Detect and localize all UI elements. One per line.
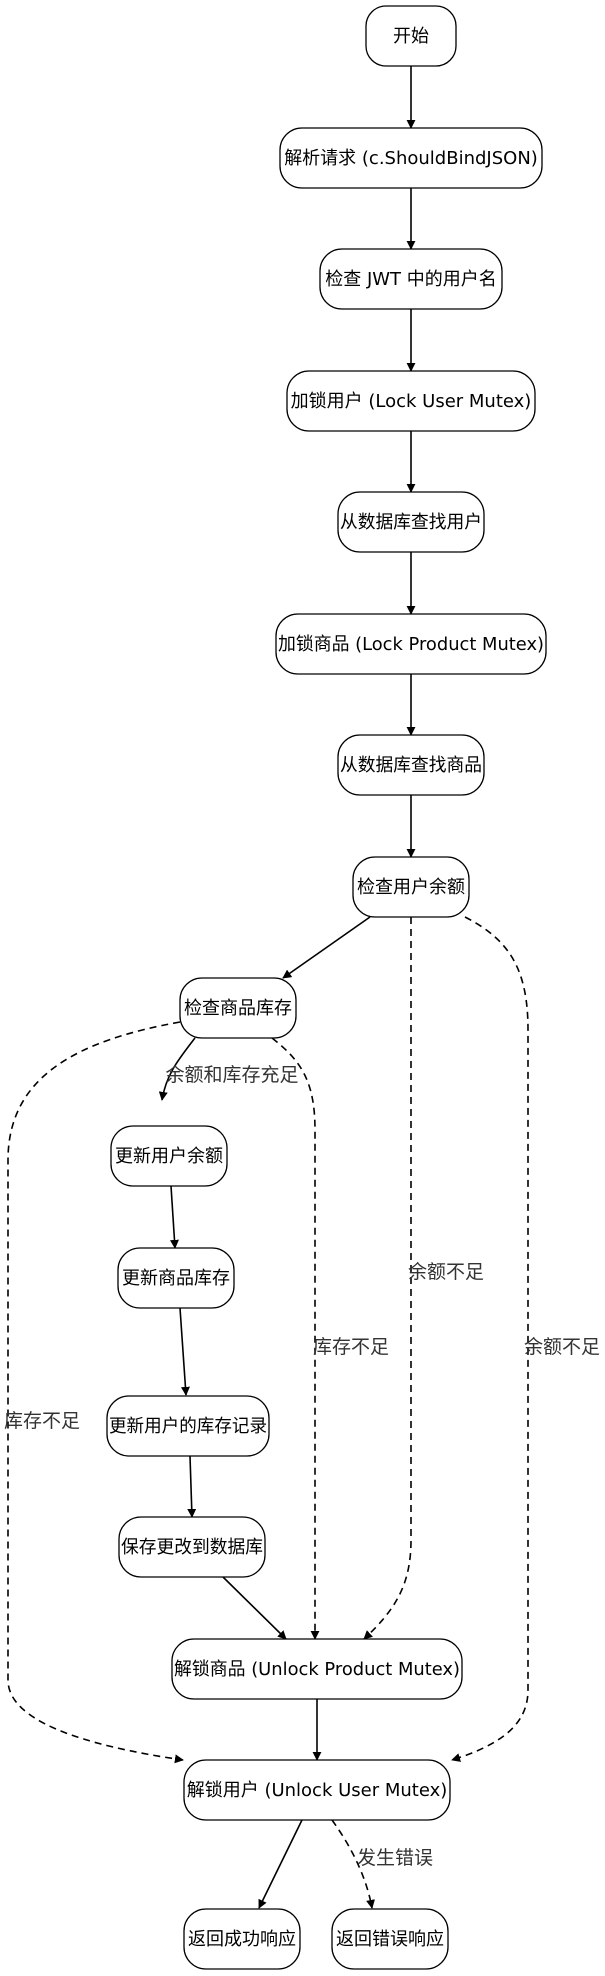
- node-label: 开始: [393, 26, 429, 47]
- edge-updatestock-to-updateinventory: [179, 1307, 190, 1396]
- node-return-error: 返回错误响应: [331, 1908, 449, 1970]
- edges: [7, 66, 529, 1909]
- node-label: 加锁商品 (Lock Product Mutex): [278, 634, 544, 655]
- node-label: 检查商品库存: [184, 998, 292, 1019]
- edge-checkstock-to-unlockproduct-dashed: [271, 1037, 320, 1640]
- node-update-inventory: 更新用户的库存记录: [106, 1395, 270, 1457]
- edge-label-stock-short-left: 库存不足: [4, 1410, 80, 1432]
- node-label: 更新用户余额: [115, 1146, 223, 1167]
- edge-updatebalance-to-updatestock: [169, 1185, 179, 1249]
- node-label: 从数据库查找商品: [340, 755, 482, 776]
- edge-labels: 余额和库存充足 库存不足 库存不足 余额不足 余额不足 发生错误: [4, 1064, 600, 1869]
- node-label: 返回错误响应: [336, 1929, 444, 1950]
- node-label: 从数据库查找用户: [340, 512, 482, 533]
- edge-label-stock-short-mid: 库存不足: [313, 1336, 389, 1358]
- node-update-stock: 更新商品库存: [117, 1247, 235, 1309]
- edge-updateinventory-to-savedb: [187, 1455, 197, 1518]
- edge-unlockuser-to-success: [258, 1819, 303, 1909]
- edge-checkbalance-to-unlockuser-dashed: [451, 916, 529, 1762]
- edge-checkstock-to-unlockuser-dashed: [7, 1021, 184, 1764]
- edge-label-balance-short-right: 余额不足: [524, 1336, 600, 1358]
- node-unlock-user: 解锁用户 (Unlock User Mutex): [183, 1759, 451, 1821]
- node-label: 检查用户余额: [357, 877, 465, 898]
- node-label: 加锁用户 (Lock User Mutex): [291, 391, 532, 412]
- node-start: 开始: [365, 5, 457, 67]
- node-return-success: 返回成功响应: [183, 1908, 301, 1970]
- node-unlock-product: 解锁商品 (Unlock Product Mutex): [171, 1638, 463, 1700]
- edge-label-error-occurred: 发生错误: [357, 1847, 433, 1869]
- node-check-jwt: 检查 JWT 中的用户名: [319, 248, 503, 310]
- node-label: 保存更改到数据库: [121, 1537, 263, 1558]
- nodes: 开始 解析请求 (c.ShouldBindJSON) 检查 JWT 中的用户名 …: [106, 5, 547, 1970]
- node-save-db: 保存更改到数据库: [118, 1516, 266, 1578]
- edge-unlockuser-to-error-dashed: [331, 1819, 375, 1909]
- node-check-balance: 检查用户余额: [352, 856, 470, 918]
- node-lock-user: 加锁用户 (Lock User Mutex): [286, 370, 536, 432]
- node-update-balance: 更新用户余额: [110, 1125, 228, 1187]
- node-label: 解析请求 (c.ShouldBindJSON): [284, 148, 538, 169]
- edge-checkbalance-to-unlockproduct-dashed: [363, 917, 412, 1640]
- node-check-stock: 检查商品库存: [179, 977, 297, 1039]
- edge-savedb-to-unlockproduct: [222, 1576, 287, 1640]
- node-label: 解锁商品 (Unlock Product Mutex): [174, 1659, 460, 1680]
- edge-checkbalance-to-checkstock: [282, 916, 371, 979]
- edge-label-balance-short-mid: 余额不足: [408, 1261, 484, 1283]
- node-find-user: 从数据库查找用户: [337, 491, 485, 553]
- edge-label-sufficient: 余额和库存充足: [165, 1064, 298, 1086]
- node-label: 解锁用户 (Unlock User Mutex): [187, 1780, 448, 1801]
- node-find-product: 从数据库查找商品: [337, 734, 485, 796]
- edge-checkstock-to-updatebalance: [158, 1037, 196, 1101]
- node-lock-product: 加锁商品 (Lock Product Mutex): [275, 613, 547, 675]
- node-label: 更新用户的库存记录: [109, 1416, 267, 1437]
- node-label: 更新商品库存: [122, 1268, 230, 1289]
- node-label: 返回成功响应: [188, 1929, 296, 1950]
- node-label: 检查 JWT 中的用户名: [325, 269, 497, 290]
- node-parse-request: 解析请求 (c.ShouldBindJSON): [279, 127, 543, 189]
